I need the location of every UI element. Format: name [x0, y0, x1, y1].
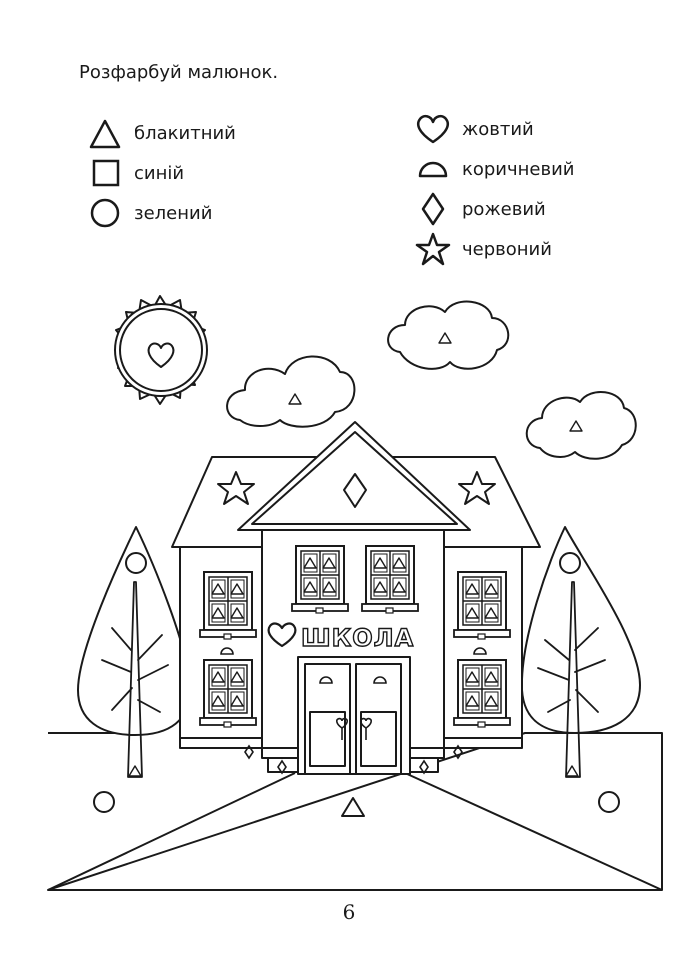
- circle-icon: [598, 791, 620, 813]
- school-sign: ШКОЛА: [301, 624, 414, 652]
- legend-label: жовтий: [462, 118, 534, 140]
- heart-icon: [416, 114, 450, 144]
- legend-label: блакитний: [134, 122, 236, 144]
- legend-item-pink: рожевий: [414, 192, 546, 226]
- circle-icon: [559, 552, 581, 574]
- legend-item-brown: коричневий: [414, 152, 575, 186]
- tree-left: [77, 526, 191, 736]
- legend-label: зелений: [134, 202, 213, 224]
- circle-icon: [125, 552, 147, 574]
- heart-icon: [267, 622, 297, 648]
- trunk-right: [537, 581, 606, 778]
- star-icon: [458, 471, 496, 505]
- heart-icon: [147, 342, 175, 368]
- cloud: [387, 300, 510, 370]
- legend-item-blue: синій: [86, 156, 184, 190]
- sun: [114, 295, 208, 405]
- legend-label: рожевий: [462, 198, 546, 220]
- cloud: [226, 355, 356, 428]
- triangle-icon: [89, 119, 121, 149]
- legend-item-red: червоний: [414, 232, 552, 266]
- cloud: [525, 390, 637, 460]
- legend-label: коричневий: [462, 158, 575, 180]
- trunk-left: [101, 581, 169, 778]
- circle-icon: [93, 791, 115, 813]
- road: [47, 772, 663, 891]
- half-circle-icon: [418, 161, 448, 178]
- square-icon: [92, 159, 120, 187]
- coloring-picture: ШКОЛА: [47, 295, 663, 891]
- page-number: 6: [342, 900, 356, 924]
- circle-icon: [90, 198, 120, 228]
- legend-item-light-blue: блакитний: [86, 116, 236, 150]
- star-icon: [415, 232, 451, 266]
- legend-label: червоний: [462, 238, 552, 260]
- diamond-icon: [421, 192, 445, 226]
- legend-label: синій: [134, 162, 185, 184]
- diamond-icon: [343, 473, 367, 508]
- legend-item-green: зелений: [86, 196, 212, 230]
- triangle-icon: [341, 797, 365, 817]
- instruction-text: Розфарбуй малюнок.: [79, 62, 279, 83]
- star-icon: [217, 471, 255, 505]
- tree-right: [520, 526, 641, 734]
- legend-item-yellow: жовтий: [414, 112, 534, 146]
